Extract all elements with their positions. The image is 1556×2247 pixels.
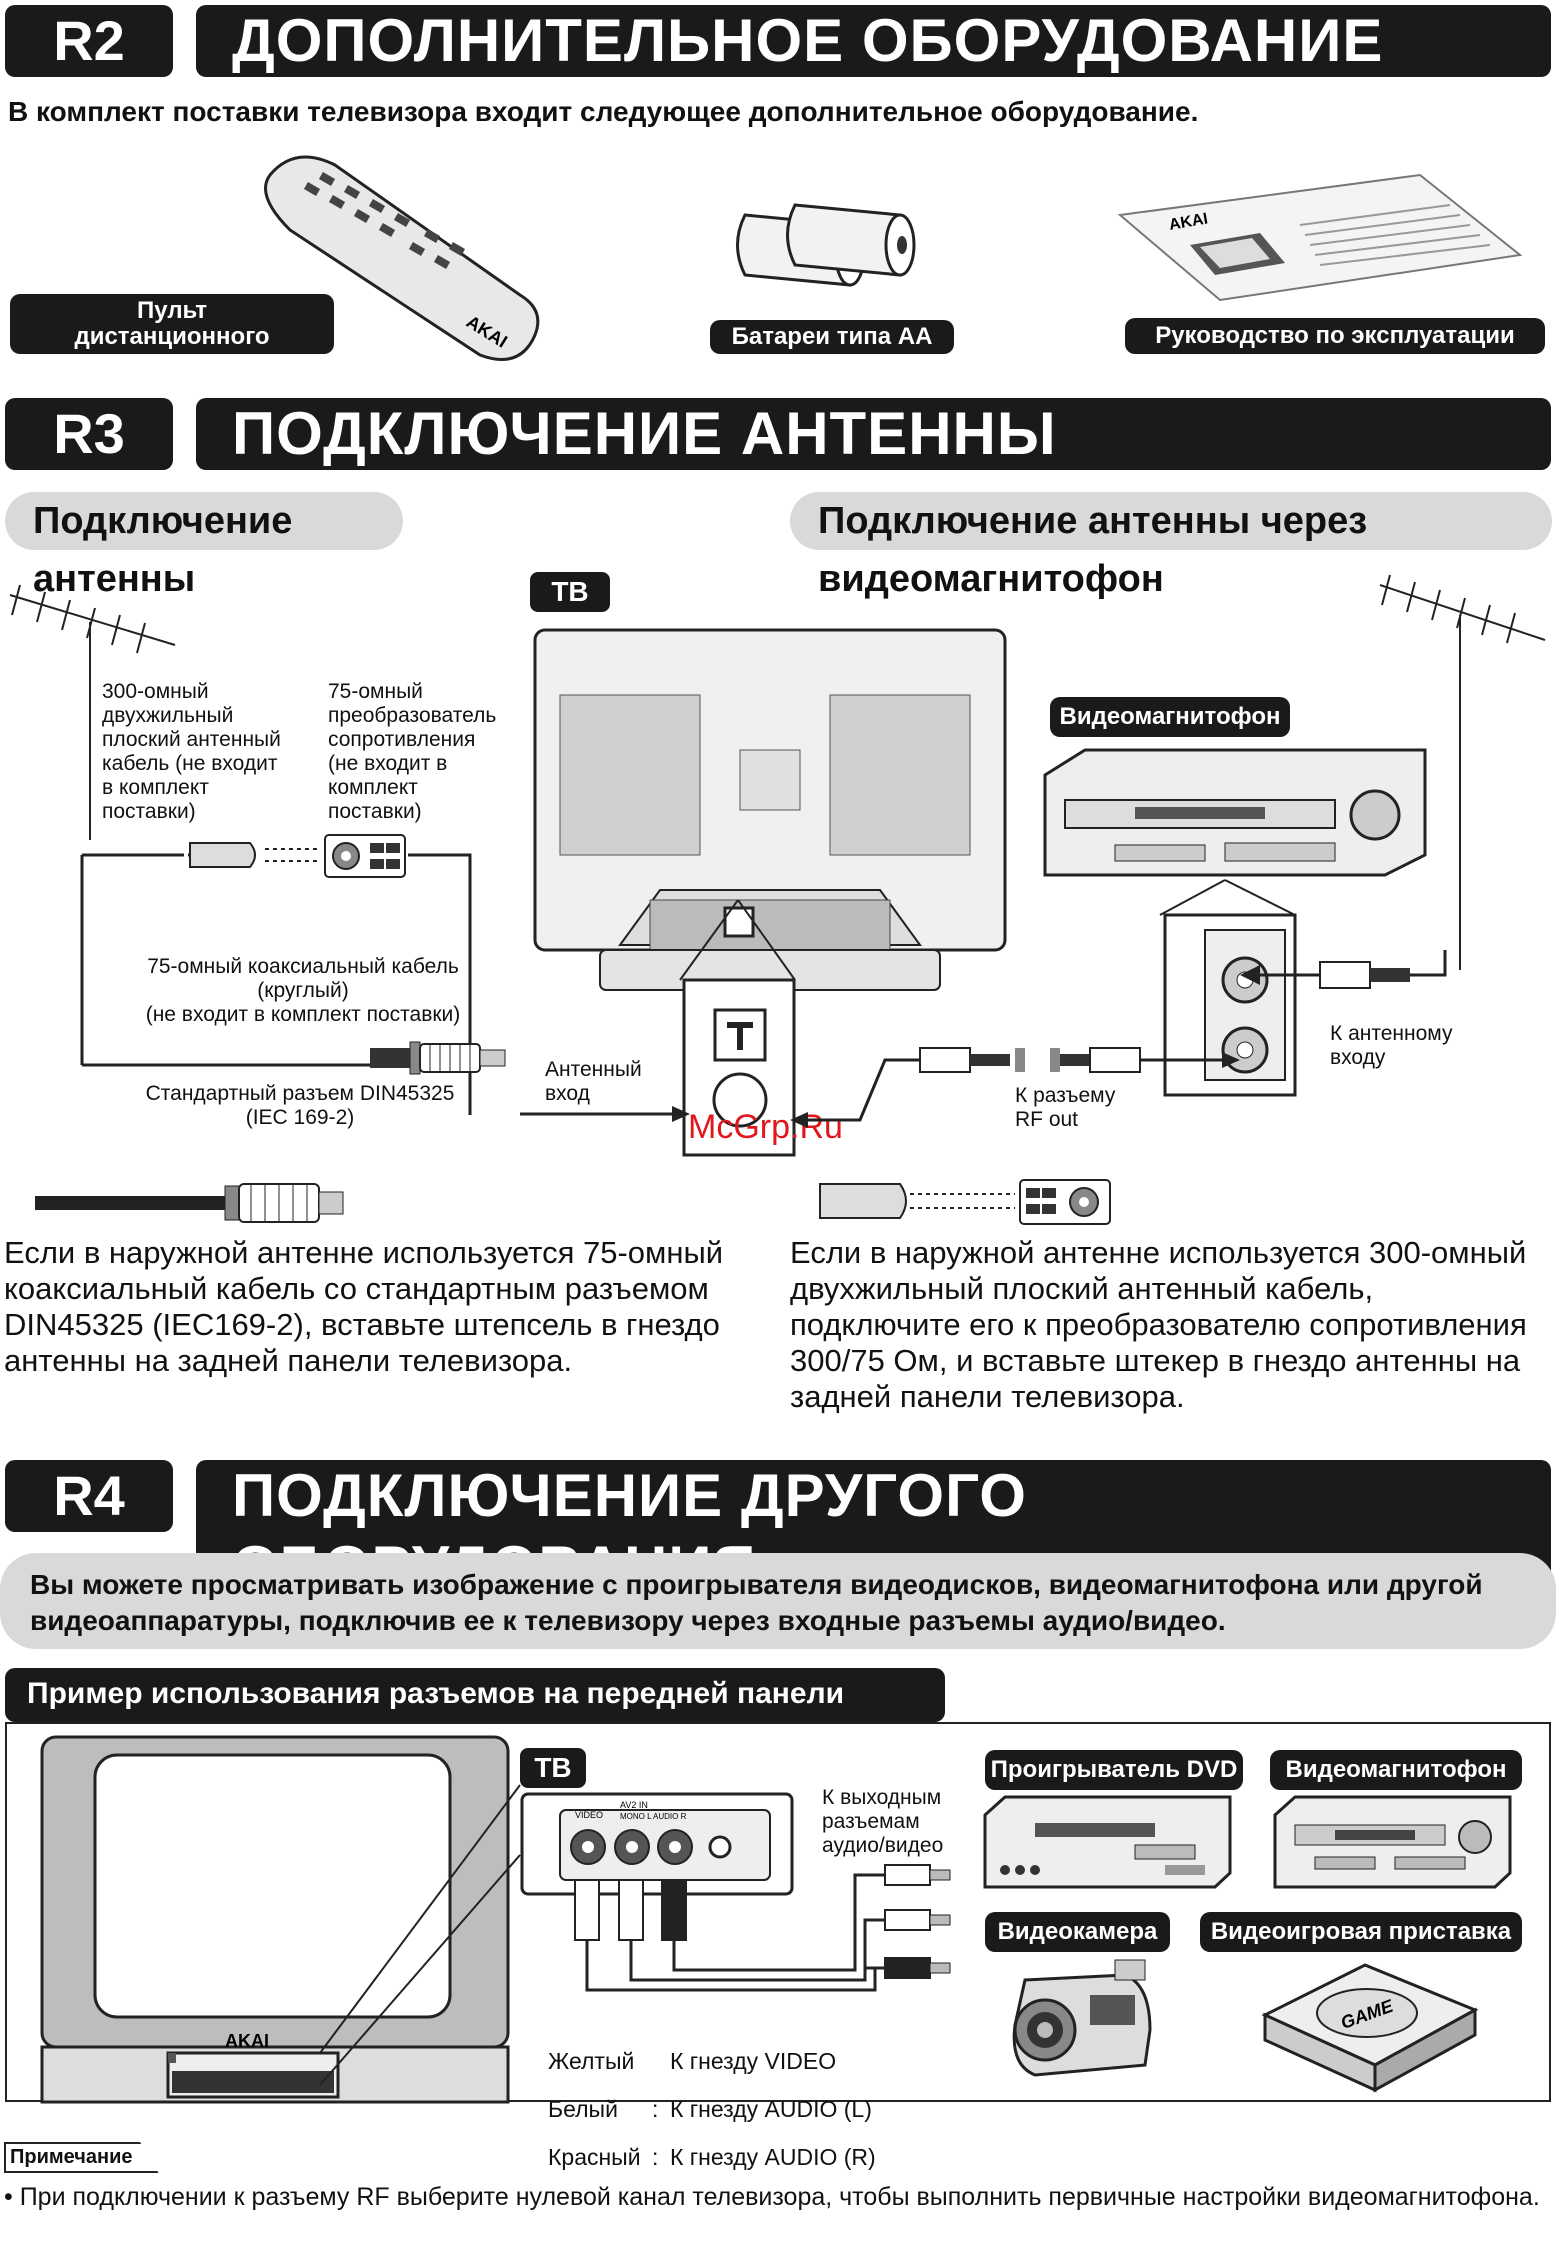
- remote-control-illustration: AKAI: [264, 155, 540, 361]
- label-coax-cable: 75-омный коаксиальный кабель (круглый) (…: [145, 955, 461, 1026]
- coax-cable-illustration: [35, 1183, 344, 1223]
- subheading-antenna-vcr: Подключение антенны через видеомагнитофо…: [790, 492, 1552, 600]
- jack-label-av2: AV2 IN: [620, 1800, 648, 1810]
- vcr-icon-r4: [1273, 1795, 1512, 1889]
- label-rf-out: К разъему RF out: [1015, 1084, 1116, 1131]
- legend-target: К гнезду AUDIO (R): [670, 2144, 876, 2170]
- tv-front-illustration: AKAI: [40, 1735, 510, 2104]
- legend-color: Белый: [548, 2096, 618, 2122]
- legend-color: Желтый: [548, 2048, 635, 2074]
- label-din-connector: Стандартный разъем DIN45325 (IEC 169-2): [145, 1082, 455, 1129]
- zoom-lines-r4: [319, 1784, 521, 2086]
- watermark: McGrp.Ru: [688, 1108, 843, 1146]
- legend-row-red: Красный: К гнезду AUDIO (R): [548, 2145, 876, 2169]
- tv-tag-r3: ТВ: [530, 572, 610, 612]
- section-number-r2: R2: [5, 5, 173, 77]
- coax-plug-icon: [370, 1041, 506, 1075]
- vcr-tag-r3: Видеомагнитофон: [1050, 697, 1290, 737]
- legend-target: К гнезду VIDEO: [670, 2048, 837, 2074]
- note-tag-label: Примечание: [4, 2142, 159, 2173]
- section-number-r3: R3: [5, 398, 173, 470]
- camcorder-icon: [1012, 1959, 1152, 2077]
- vcr-rf-zoom: [1159, 879, 1297, 1097]
- game-console-icon: GAME: [1261, 1963, 1479, 2093]
- tv-tag-r4: ТВ: [520, 1748, 586, 1788]
- label-av-outputs: К выходным разъемам аудио/видео: [822, 1786, 944, 1857]
- legend-color: Красный: [548, 2144, 641, 2170]
- tv-rear-panel: [533, 628, 1007, 991]
- device-label-camcorder: Видеокамера: [985, 1912, 1170, 1952]
- flat-cable-converter-diagram: [80, 834, 472, 1115]
- dvd-player-icon: [983, 1795, 1232, 1889]
- legend-target: К гнезду AUDIO (L): [670, 2096, 872, 2122]
- section-title-r2: ДОПОЛНИТЕЛЬНОЕ ОБОРУДОВАНИЕ: [196, 5, 1551, 77]
- label-batteries: Батареи типа AA: [710, 320, 954, 354]
- device-label-game-console: Видеоигровая приставка: [1200, 1912, 1522, 1952]
- arrow-antenna-input: [520, 1106, 690, 1122]
- jack-label-audio: MONO L AUDIO R: [620, 1812, 687, 1821]
- section-title-r3: ПОДКЛЮЧЕНИЕ АНТЕННЫ: [196, 398, 1551, 470]
- section-number-r4: R4: [5, 1460, 173, 1532]
- r3-text-right: Если в наружной антенне используется 300…: [790, 1235, 1527, 1414]
- example-heading: Пример использования разъемов на передне…: [5, 1668, 945, 1722]
- av-jack-panel: VIDEO AV2 IN MONO L AUDIO R: [520, 1792, 794, 1896]
- svg-text:AKAI: AKAI: [1168, 210, 1209, 234]
- note-text: • При подключении к разъему RF выберите …: [4, 2182, 1549, 2212]
- r2-intro: В комплект поставки телевизора входит сл…: [8, 96, 1199, 127]
- rca-cables: [574, 1864, 951, 1992]
- antenna-left-icon: [9, 584, 176, 840]
- label-remote: Пульт дистанционного управления: [10, 294, 334, 376]
- jack-label-video: VIDEO: [575, 1810, 603, 1820]
- antenna-right-icon: [1379, 574, 1546, 970]
- label-75-ohm-converter: 75-омный преобразователь сопротивления (…: [328, 680, 497, 823]
- device-label-vcr: Видеомагнитофон: [1270, 1750, 1522, 1790]
- vcr-illustration-r3: [1043, 748, 1427, 877]
- rf-cable-diagram: [790, 1047, 1240, 1128]
- legend-colors: Желтый К гнезду VIDEO Белый: К гнезду AUDI…: [548, 2025, 876, 2193]
- note-tag: Примечание: [4, 2142, 159, 2173]
- legend-sep: :: [652, 2144, 659, 2170]
- label-to-antenna-input: К антенному входу: [1330, 1022, 1453, 1069]
- r3-text-left: Если в наружной антенне используется 75-…: [4, 1235, 724, 1378]
- legend-row-white: Белый: К гнезду AUDIO (L): [548, 2097, 876, 2121]
- device-label-dvd: Проигрыватель DVD: [985, 1750, 1243, 1790]
- label-manual: Руководство по эксплуатации: [1125, 318, 1545, 354]
- subheading-antenna: Подключение антенны: [5, 492, 403, 600]
- legend-row-yellow: Желтый К гнезду VIDEO: [548, 2049, 876, 2073]
- note-body: При подключении к разъему RF выберите ну…: [19, 2183, 1540, 2211]
- bullet: •: [4, 2183, 20, 2211]
- manual-illustration: AKAI: [1117, 173, 1523, 302]
- legend-sep: :: [652, 2096, 659, 2122]
- batteries-illustration: [736, 203, 916, 287]
- cable-to-antenna-input: [1240, 950, 1447, 989]
- label-300-ohm-cable: 300-омный двухжильный плоский антенный к…: [102, 680, 281, 823]
- label-antenna-input: Антенный вход: [545, 1058, 642, 1105]
- antenna-input-zoom: [679, 899, 796, 1157]
- r4-intro: Вы можете просматривать изображение с пр…: [0, 1553, 1556, 1649]
- tv-logo: AKAI: [225, 2031, 269, 2051]
- flat-cable-converter-illustration: [819, 1179, 1111, 1225]
- example-frame: [5, 1722, 1551, 2102]
